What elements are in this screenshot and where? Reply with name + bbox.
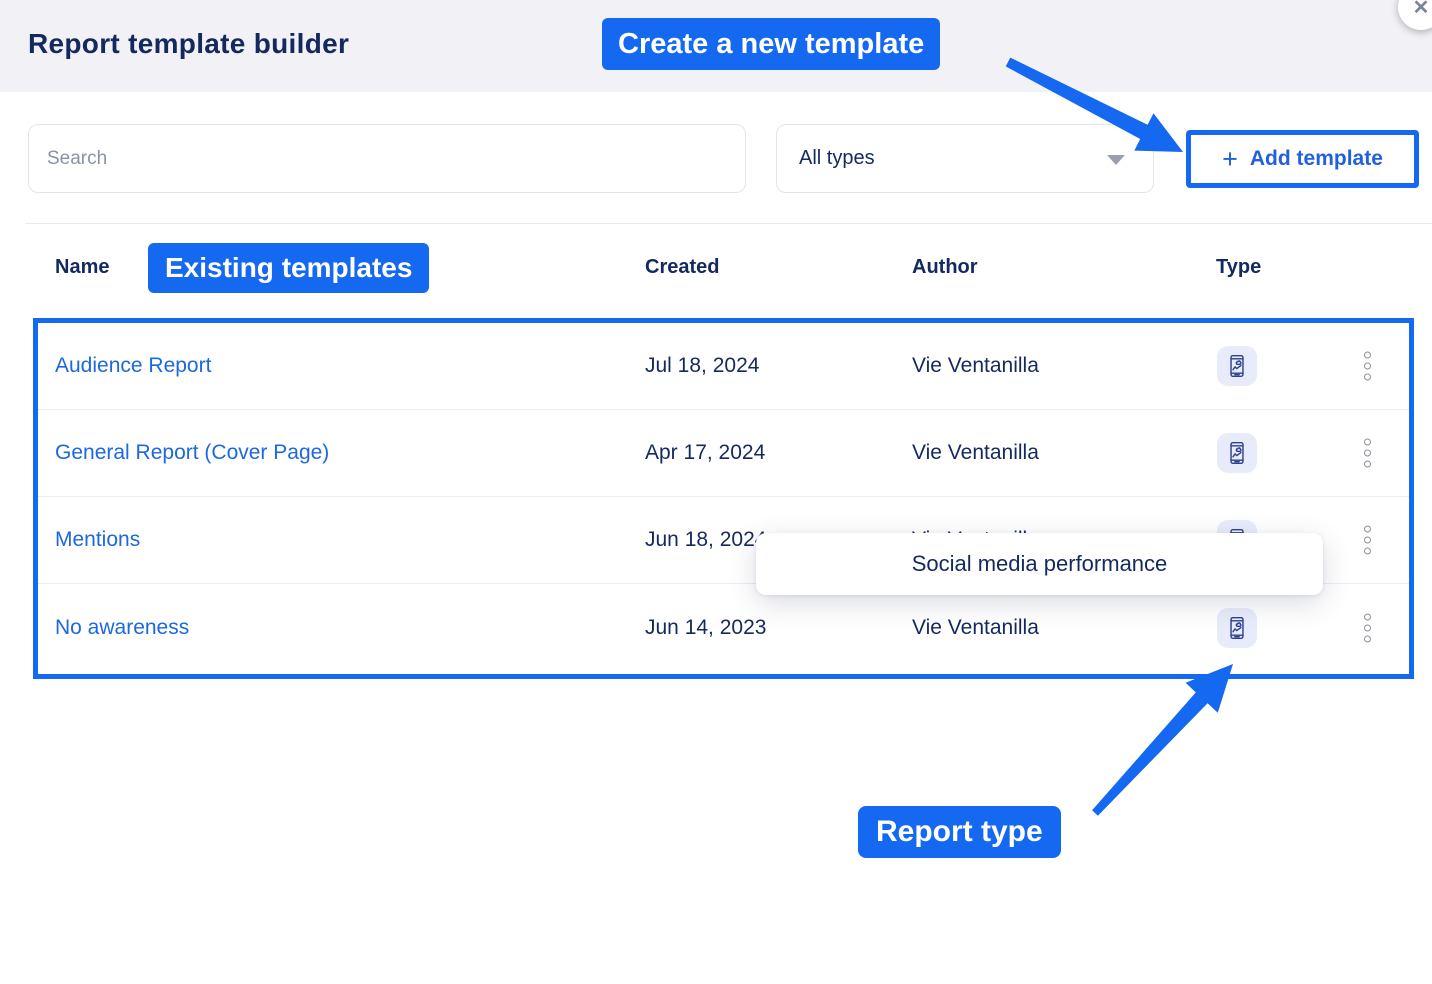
type-filter-value: All types xyxy=(799,147,875,169)
add-template-button[interactable]: + Add template xyxy=(1222,143,1383,174)
row-menu-icon[interactable] xyxy=(1360,348,1375,385)
search-input[interactable] xyxy=(28,124,746,193)
add-template-highlight-box: + Add template xyxy=(1186,130,1419,188)
annotation-create-new-template: Create a new template xyxy=(602,18,941,70)
report-type-tooltip: Social media performance xyxy=(756,533,1323,595)
arrow-to-report-type xyxy=(1092,664,1233,816)
annotation-report-type: Report type xyxy=(858,806,1061,858)
column-header-name[interactable]: Name xyxy=(55,256,110,278)
templates-table: Audience Report Jul 18, 2024 Vie Ventani… xyxy=(33,318,1414,679)
table-row[interactable]: No awareness Jun 14, 2023 Vie Ventanilla xyxy=(38,584,1409,672)
table-row[interactable]: Audience Report Jul 18, 2024 Vie Ventani… xyxy=(38,323,1409,410)
template-name-link[interactable]: General Report (Cover Page) xyxy=(55,441,330,464)
template-name-link[interactable]: Mentions xyxy=(55,528,141,551)
report-type-chip[interactable] xyxy=(1217,346,1257,386)
page-title: Report template builder xyxy=(28,28,350,59)
report-type-chip[interactable] xyxy=(1217,433,1257,473)
created-date: Jun 18, 2024 xyxy=(645,528,767,551)
plus-icon: + xyxy=(1222,143,1238,174)
table-row[interactable]: General Report (Cover Page) Apr 17, 2024… xyxy=(38,410,1409,497)
author-name: Vie Ventanilla xyxy=(912,441,1039,464)
row-menu-icon[interactable] xyxy=(1360,435,1375,472)
created-date: Jun 14, 2023 xyxy=(645,616,767,639)
author-name: Vie Ventanilla xyxy=(912,616,1039,639)
created-date: Jul 18, 2024 xyxy=(645,354,760,377)
chevron-down-icon xyxy=(1107,155,1125,165)
mobile-report-icon xyxy=(1230,442,1244,464)
mobile-report-icon xyxy=(1230,617,1244,639)
row-menu-icon[interactable] xyxy=(1360,522,1375,559)
mobile-report-icon xyxy=(1230,355,1244,377)
column-header-created[interactable]: Created xyxy=(645,256,720,278)
created-date: Apr 17, 2024 xyxy=(645,441,766,464)
tooltip-text: Social media performance xyxy=(911,551,1168,576)
column-header-author[interactable]: Author xyxy=(912,256,978,278)
divider xyxy=(25,223,1432,224)
add-template-label: Add template xyxy=(1249,147,1383,170)
row-menu-icon[interactable] xyxy=(1360,610,1375,647)
template-name-link[interactable]: No awareness xyxy=(55,616,190,639)
report-type-chip[interactable] xyxy=(1217,608,1257,648)
table-header: Name Created Author Type xyxy=(0,246,1432,296)
template-name-link[interactable]: Audience Report xyxy=(55,354,212,377)
author-name: Vie Ventanilla xyxy=(912,354,1039,377)
annotation-text: Create a new template xyxy=(618,27,925,60)
annotation-existing-templates: Existing templates xyxy=(148,243,430,293)
column-header-type[interactable]: Type xyxy=(1216,256,1262,278)
annotation-text: Report type xyxy=(876,815,1043,848)
annotation-text: Existing templates xyxy=(165,252,413,283)
type-filter-dropdown[interactable]: All types xyxy=(776,124,1154,193)
close-glyph: ✕ xyxy=(1412,0,1430,19)
top-bar: Report template builder xyxy=(0,0,1432,92)
